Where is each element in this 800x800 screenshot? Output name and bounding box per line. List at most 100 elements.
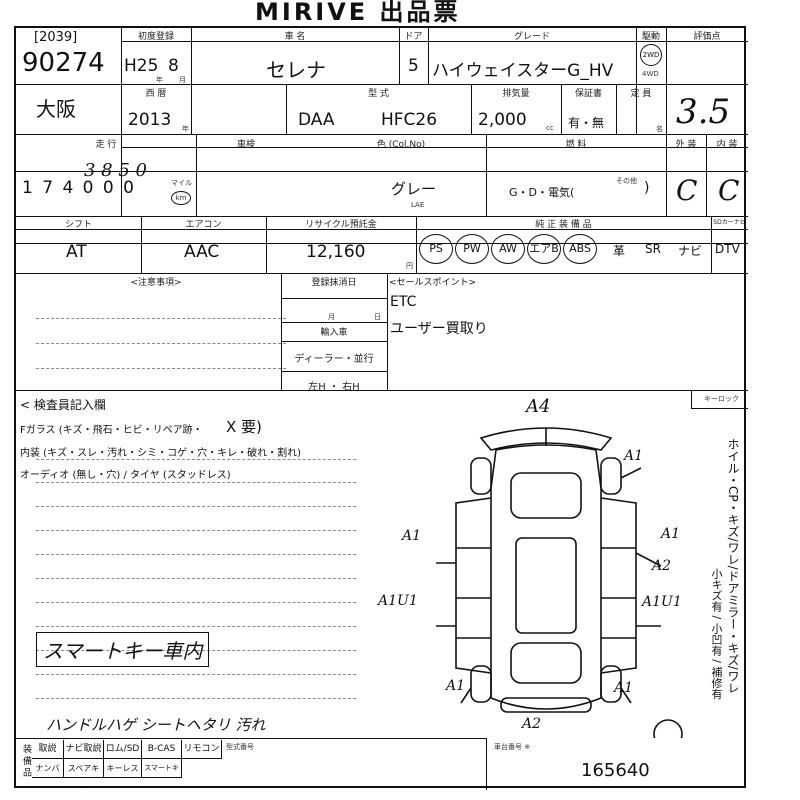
header-interior: 内 装 (716, 140, 738, 150)
month-label: 月 (179, 76, 186, 84)
bottom-item-spare-key: スペアキー (64, 759, 104, 792)
first-reg-month: 8 (168, 56, 179, 76)
smartkey-note: スマートキー車内 (36, 632, 210, 667)
header-first-reg: 初度登録 (137, 32, 174, 42)
header-name: 車 名 (284, 32, 306, 42)
header-exterior: 外 装 (675, 140, 697, 150)
header-drive: 駆動 (641, 32, 660, 42)
mark-a2-bottom: A2 (522, 716, 542, 732)
equip-aw: AW (491, 234, 525, 264)
body-outline (490, 444, 602, 710)
header-fuel: 燃 料 (565, 140, 587, 150)
aircon-value: AAC (184, 242, 220, 262)
header-grade: グレード (513, 32, 550, 42)
header-keytype: SDカーナビ (713, 219, 746, 226)
capacity-unit: 名 (656, 125, 663, 133)
header-recycle: リサイクル預託金 (305, 220, 377, 230)
regist-import: 輸入車 (320, 328, 348, 338)
model-prefix: DAA (298, 110, 335, 130)
recycle-value: 12,160 (306, 242, 366, 262)
displacement-value: 2,000 (478, 110, 527, 130)
color-value: グレー (391, 180, 437, 198)
lot-code: [2039] (34, 30, 78, 45)
fuel-other: その他 (616, 177, 637, 185)
bottom-item-bcas: B-CAS (142, 740, 182, 759)
header-options: 純 正 装 備 品 (535, 220, 592, 230)
equip-navi: ナビ (678, 244, 703, 258)
car-diagram (436, 427, 683, 738)
bottom-item-rom: ロム/SD (104, 740, 142, 759)
tire-fl (470, 457, 492, 495)
equip-pw: PW (455, 234, 489, 264)
inspector-fglass-mark: X 要) (226, 418, 262, 436)
header-keylock: キーロック (704, 395, 739, 403)
model-code: HFC26 (381, 110, 438, 130)
warranty-value: 有・無 (568, 116, 605, 130)
bottom-side-label: 装 備 品 (21, 744, 31, 777)
inspector-audio: オーディオ (無し・穴) / タイヤ (スタッドレス) (20, 470, 231, 481)
location: 大阪 (36, 97, 76, 121)
header-aircon: エアコン (185, 220, 222, 230)
drive-4wd: 4WD (642, 70, 659, 78)
regist-handle: 左H ・ 右H (308, 382, 360, 393)
mark-a1-right: A1 (661, 526, 681, 542)
grade-value: ハイウェイスターG_HV (432, 61, 614, 81)
bottom-item-smartkey: スマートキー (142, 759, 182, 791)
recycle-unit: 円 (406, 262, 413, 270)
header-displacement: 排気量 (502, 89, 530, 99)
displacement-unit: cc (546, 124, 554, 132)
left-side (455, 497, 492, 674)
header-sales: <セールスポイント> (389, 278, 477, 288)
header-color: 色 (Col.No) (376, 140, 426, 150)
mileage-unit-mile: マイル (171, 179, 192, 187)
inspector-interior: 内装 (キズ・スレ・汚れ・シミ・コゲ・穴・キレ・破れ・割れ) (20, 448, 301, 459)
side-text-repair: 小キズ有 / 小凹有 / 補修有 (710, 568, 723, 700)
right-side (600, 497, 637, 674)
header-notes: <注意事項> (130, 278, 182, 288)
windshield-front (510, 472, 582, 519)
exterior-value: C (676, 174, 698, 207)
side-text-wheel: ホイル・CP・キズ/ワレ/ドアミラー・キズ/ワレ (726, 438, 740, 694)
regist-dealer: ディーラー・並行 (294, 354, 374, 365)
bottom-item-remote: リモコン (182, 740, 222, 759)
roof-spoiler (479, 427, 613, 451)
mark-a4: A4 (526, 396, 551, 417)
tire-fr (600, 457, 622, 495)
equip-sr: SR (645, 242, 661, 256)
equip-abs: ABS (563, 234, 597, 264)
rear-bumper (500, 697, 592, 713)
car-name: セレナ (266, 58, 326, 82)
inspector-fglass: Fガラス (キズ・飛石・ヒビ・リペア跡・ (20, 425, 203, 436)
inspection-circle (653, 719, 683, 738)
shift-value: AT (66, 242, 87, 262)
header-mileage: 走 行 (95, 140, 117, 150)
mark-a1-bl: A1 (446, 678, 466, 694)
mark-a1-top: A1 (624, 448, 644, 464)
fuel-value: G・D・電気( (509, 186, 575, 199)
equip-airbag: エアB (527, 234, 561, 264)
form-title: MIRIVE 出品票 (255, 0, 461, 26)
equip-leather: 革 (613, 244, 626, 258)
header-shift: シフト (64, 220, 92, 230)
mileage-digits: 1 7 4 0 0 0 (22, 178, 136, 198)
header-model: 型 式 (368, 89, 389, 99)
bottom-item-manual: 取説 (32, 740, 64, 759)
score-value: 3.5 (676, 92, 731, 132)
mark-a1-left: A1 (402, 528, 422, 544)
regist-day: 日 (374, 313, 381, 321)
lm-code-label: 型式番号 (226, 743, 254, 751)
regist-month: 月 (328, 313, 335, 321)
interior-value: C (718, 174, 740, 207)
header-style-year: 西 暦 (145, 89, 167, 99)
fuel-close: ) (644, 180, 650, 196)
mark-a1-br: A1 (614, 680, 634, 696)
color-sub: LAE (411, 201, 425, 209)
header-score: 評価点 (693, 32, 721, 42)
tire-rr (600, 665, 622, 703)
frame-no-value: 165640 (581, 760, 650, 781)
equip-dtv: DTV (715, 242, 740, 256)
mark-a1u1-left: A1U1 (378, 593, 418, 609)
first-reg-era: H25 (124, 56, 159, 76)
door-count: 5 (408, 56, 419, 76)
header-warranty: 保証書 (574, 89, 602, 99)
